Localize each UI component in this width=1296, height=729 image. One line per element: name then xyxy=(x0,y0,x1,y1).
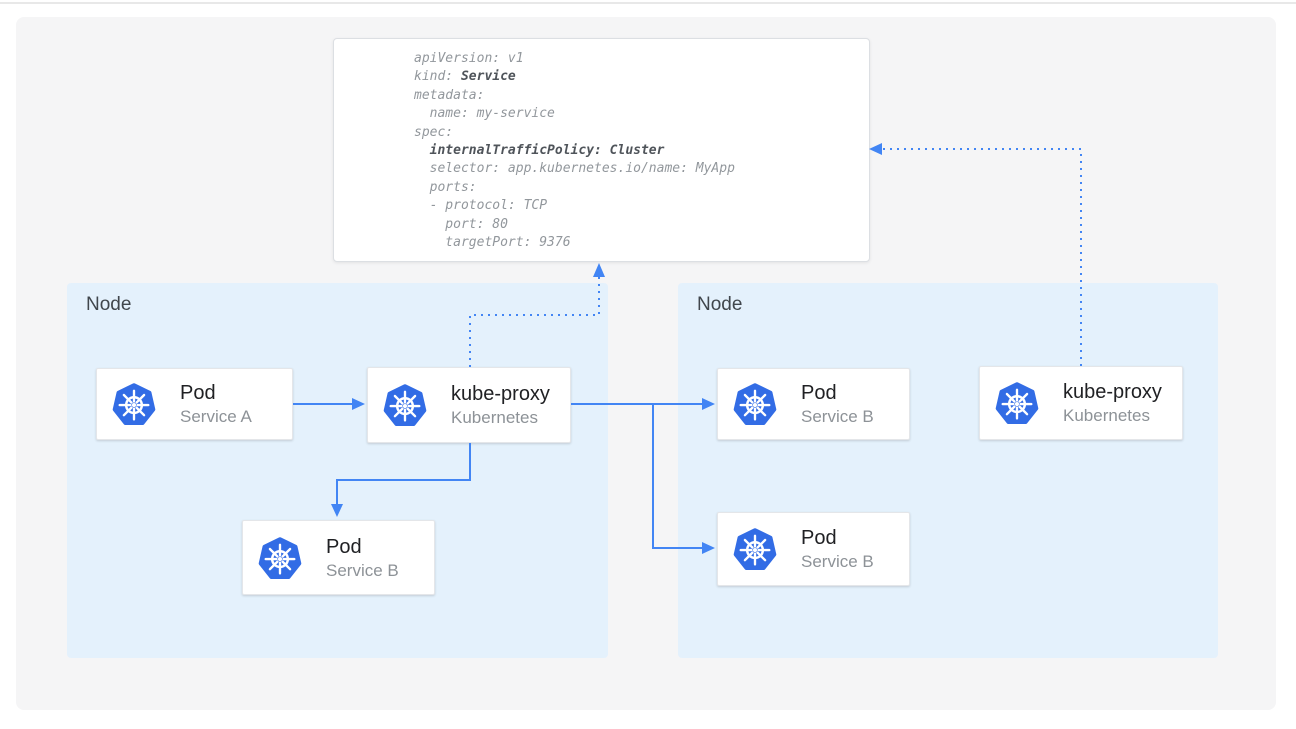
pod-service-b-card-top-right: Pod Service B xyxy=(717,368,910,440)
top-divider xyxy=(0,2,1296,4)
kubernetes-icon xyxy=(258,536,302,579)
node-box-right: Node Pod Service B xyxy=(678,283,1218,658)
card-text: Pod Service B xyxy=(801,381,874,427)
node-label: Node xyxy=(86,294,132,315)
kubernetes-icon xyxy=(258,536,302,580)
card-subtitle: Kubernetes xyxy=(451,408,538,427)
kubernetes-icon xyxy=(733,527,777,571)
node-label: Node xyxy=(697,294,743,315)
card-subtitle: Service B xyxy=(801,552,874,571)
card-text: Pod Service B xyxy=(801,526,874,572)
card-subtitle: Service A xyxy=(180,407,252,426)
pod-service-b-card-bottom-right: Pod Service B xyxy=(717,512,910,586)
kubernetes-icon xyxy=(733,382,777,426)
kubernetes-icon xyxy=(383,384,427,427)
kubernetes-icon xyxy=(733,528,777,571)
kube-proxy-card-right: kube-proxy Kubernetes xyxy=(979,366,1183,440)
card-title: Pod xyxy=(326,535,362,558)
card-text: Pod Service A xyxy=(180,381,252,427)
pod-service-a-card: Pod Service A xyxy=(96,368,293,440)
card-subtitle: Kubernetes xyxy=(1063,406,1150,425)
card-title: kube-proxy xyxy=(451,383,550,405)
kubernetes-icon xyxy=(112,383,156,426)
card-text: kube-proxy Kubernetes xyxy=(1063,380,1162,426)
card-subtitle: Service B xyxy=(801,407,874,426)
pod-service-b-card-left: Pod Service B xyxy=(242,520,435,595)
kubernetes-icon xyxy=(995,381,1039,425)
card-text: Pod Service B xyxy=(326,535,399,581)
kubernetes-icon xyxy=(733,383,777,426)
card-title: kube-proxy xyxy=(1063,381,1162,403)
card-subtitle: Service B xyxy=(326,560,399,580)
kubernetes-icon xyxy=(112,382,156,426)
card-text: kube-proxy Kubernetes xyxy=(451,382,550,428)
node-box-left: Node Pod Service A xyxy=(67,283,608,658)
card-title: Pod xyxy=(801,527,837,549)
card-title: Pod xyxy=(180,382,216,404)
kubernetes-icon xyxy=(995,382,1039,425)
kubernetes-icon xyxy=(383,383,427,427)
card-title: Pod xyxy=(801,382,837,404)
kube-proxy-card-left: kube-proxy Kubernetes xyxy=(367,367,571,443)
